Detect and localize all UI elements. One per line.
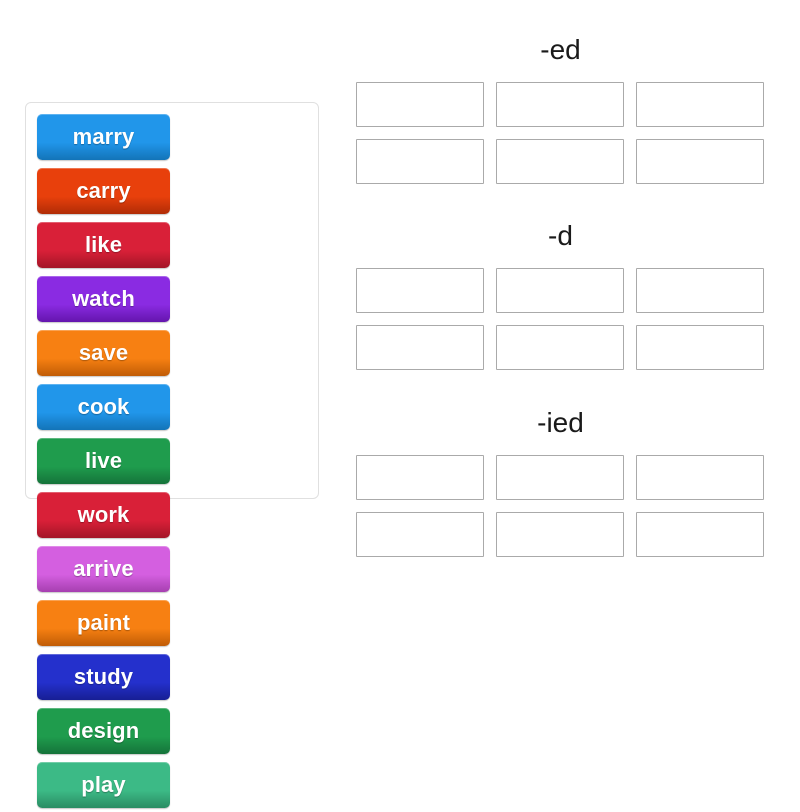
category-group-d: -d: [356, 222, 765, 370]
word-tile-label: cook: [77, 394, 130, 419]
word-tile-grid: marry carry like watch save cook live work arriv…: [34, 110, 310, 812]
drop-slot[interactable]: [496, 268, 624, 313]
drop-slot[interactable]: [356, 512, 484, 557]
word-bank-panel: marry carry like watch save cook live work arriv…: [25, 102, 319, 808]
word-tile-label: arrive: [73, 556, 134, 581]
drop-slot[interactable]: [356, 455, 484, 500]
drop-slot[interactable]: [356, 82, 484, 127]
word-tile-label: watch: [72, 286, 135, 311]
drop-slot[interactable]: [636, 512, 764, 557]
drop-slot[interactable]: [356, 268, 484, 313]
word-tile[interactable]: paint: [37, 600, 170, 646]
word-tile[interactable]: work: [37, 492, 170, 538]
word-tile[interactable]: design: [37, 708, 170, 754]
word-tile[interactable]: carry: [37, 168, 170, 214]
category-title-d: -d: [548, 220, 573, 251]
drop-slot[interactable]: [356, 325, 484, 370]
category-group-ed: -ed: [356, 36, 765, 184]
word-tile[interactable]: watch: [37, 276, 170, 322]
word-tile[interactable]: study: [37, 654, 170, 700]
word-tile-label: study: [73, 664, 134, 689]
category-title-ied: -ied: [537, 407, 584, 438]
word-tile[interactable]: play: [37, 762, 170, 808]
word-tile[interactable]: cook: [37, 384, 170, 430]
drop-slot[interactable]: [636, 82, 764, 127]
word-tile[interactable]: save: [37, 330, 170, 376]
drop-slot[interactable]: [636, 139, 764, 184]
category-group-ied: -ied: [356, 409, 765, 557]
drop-slot-grid-ed: [356, 82, 765, 184]
drop-slot-grid-ied: [356, 455, 765, 557]
drop-slot[interactable]: [496, 455, 624, 500]
drop-slot[interactable]: [496, 139, 624, 184]
drop-slot[interactable]: [636, 455, 764, 500]
word-tile[interactable]: live: [37, 438, 170, 484]
word-tile-label: work: [77, 502, 130, 527]
drop-slot[interactable]: [496, 512, 624, 557]
category-title-ed: -ed: [540, 34, 581, 65]
word-tile-label: save: [78, 340, 129, 365]
drop-slot[interactable]: [636, 325, 764, 370]
word-tile[interactable]: marry: [37, 114, 170, 160]
word-tile-label: like: [84, 232, 123, 257]
word-tile-label: live: [84, 448, 123, 473]
drop-slot[interactable]: [496, 325, 624, 370]
drop-slot[interactable]: [636, 268, 764, 313]
word-tile-label: carry: [76, 178, 131, 203]
drop-slot-grid-d: [356, 268, 765, 370]
word-tile[interactable]: arrive: [37, 546, 170, 592]
drop-slot[interactable]: [496, 82, 624, 127]
word-tile-label: design: [67, 718, 140, 743]
drop-slot[interactable]: [356, 139, 484, 184]
word-tile-label: play: [81, 772, 126, 797]
word-tile-label: marry: [72, 124, 135, 149]
word-tile-label: paint: [76, 610, 131, 635]
word-tile[interactable]: like: [37, 222, 170, 268]
